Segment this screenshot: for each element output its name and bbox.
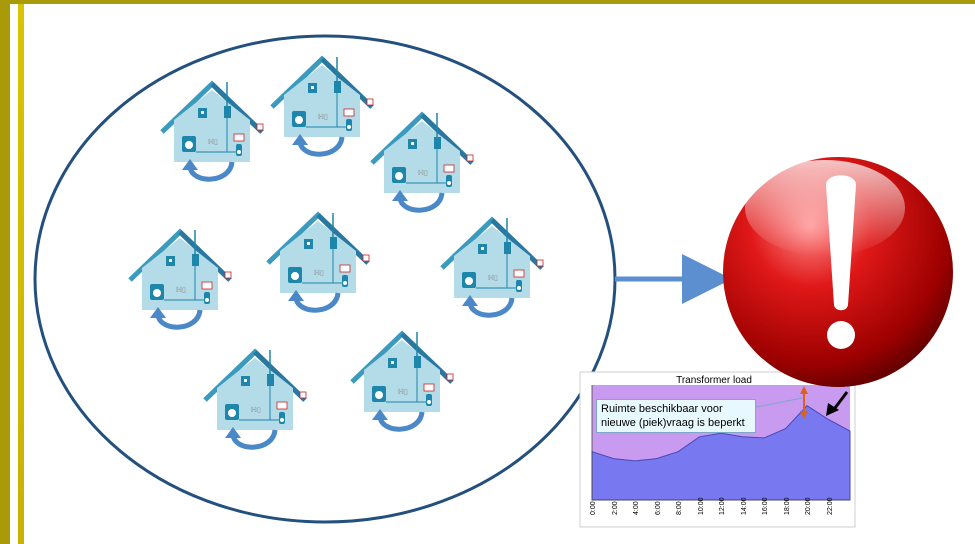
- x-tick-label: 18:00: [783, 497, 791, 515]
- x-tick-label: 14:00: [740, 497, 748, 515]
- x-tick-label: 12:00: [719, 497, 726, 515]
- x-tick-label: 2:00: [611, 501, 619, 515]
- x-tick-label: 20:00: [805, 497, 812, 515]
- x-tick-label: 6:00: [654, 501, 662, 515]
- x-tick-label: 10:00: [697, 497, 705, 515]
- x-tick-label: 8:00: [676, 501, 683, 515]
- x-tick-label: 0:00: [590, 501, 597, 515]
- transformer-load-chart: [579, 371, 856, 528]
- load-area: [591, 405, 851, 501]
- x-tick-label: 22:00: [826, 497, 834, 515]
- chart-title: Transformer load: [676, 375, 752, 386]
- x-tick-label: 4:00: [633, 501, 640, 515]
- x-tick-label: 16:00: [762, 497, 769, 515]
- warning-icon: [723, 157, 953, 387]
- chart-annotation: Ruimte beschikbaar voor nieuwe (piek)vra…: [596, 399, 756, 433]
